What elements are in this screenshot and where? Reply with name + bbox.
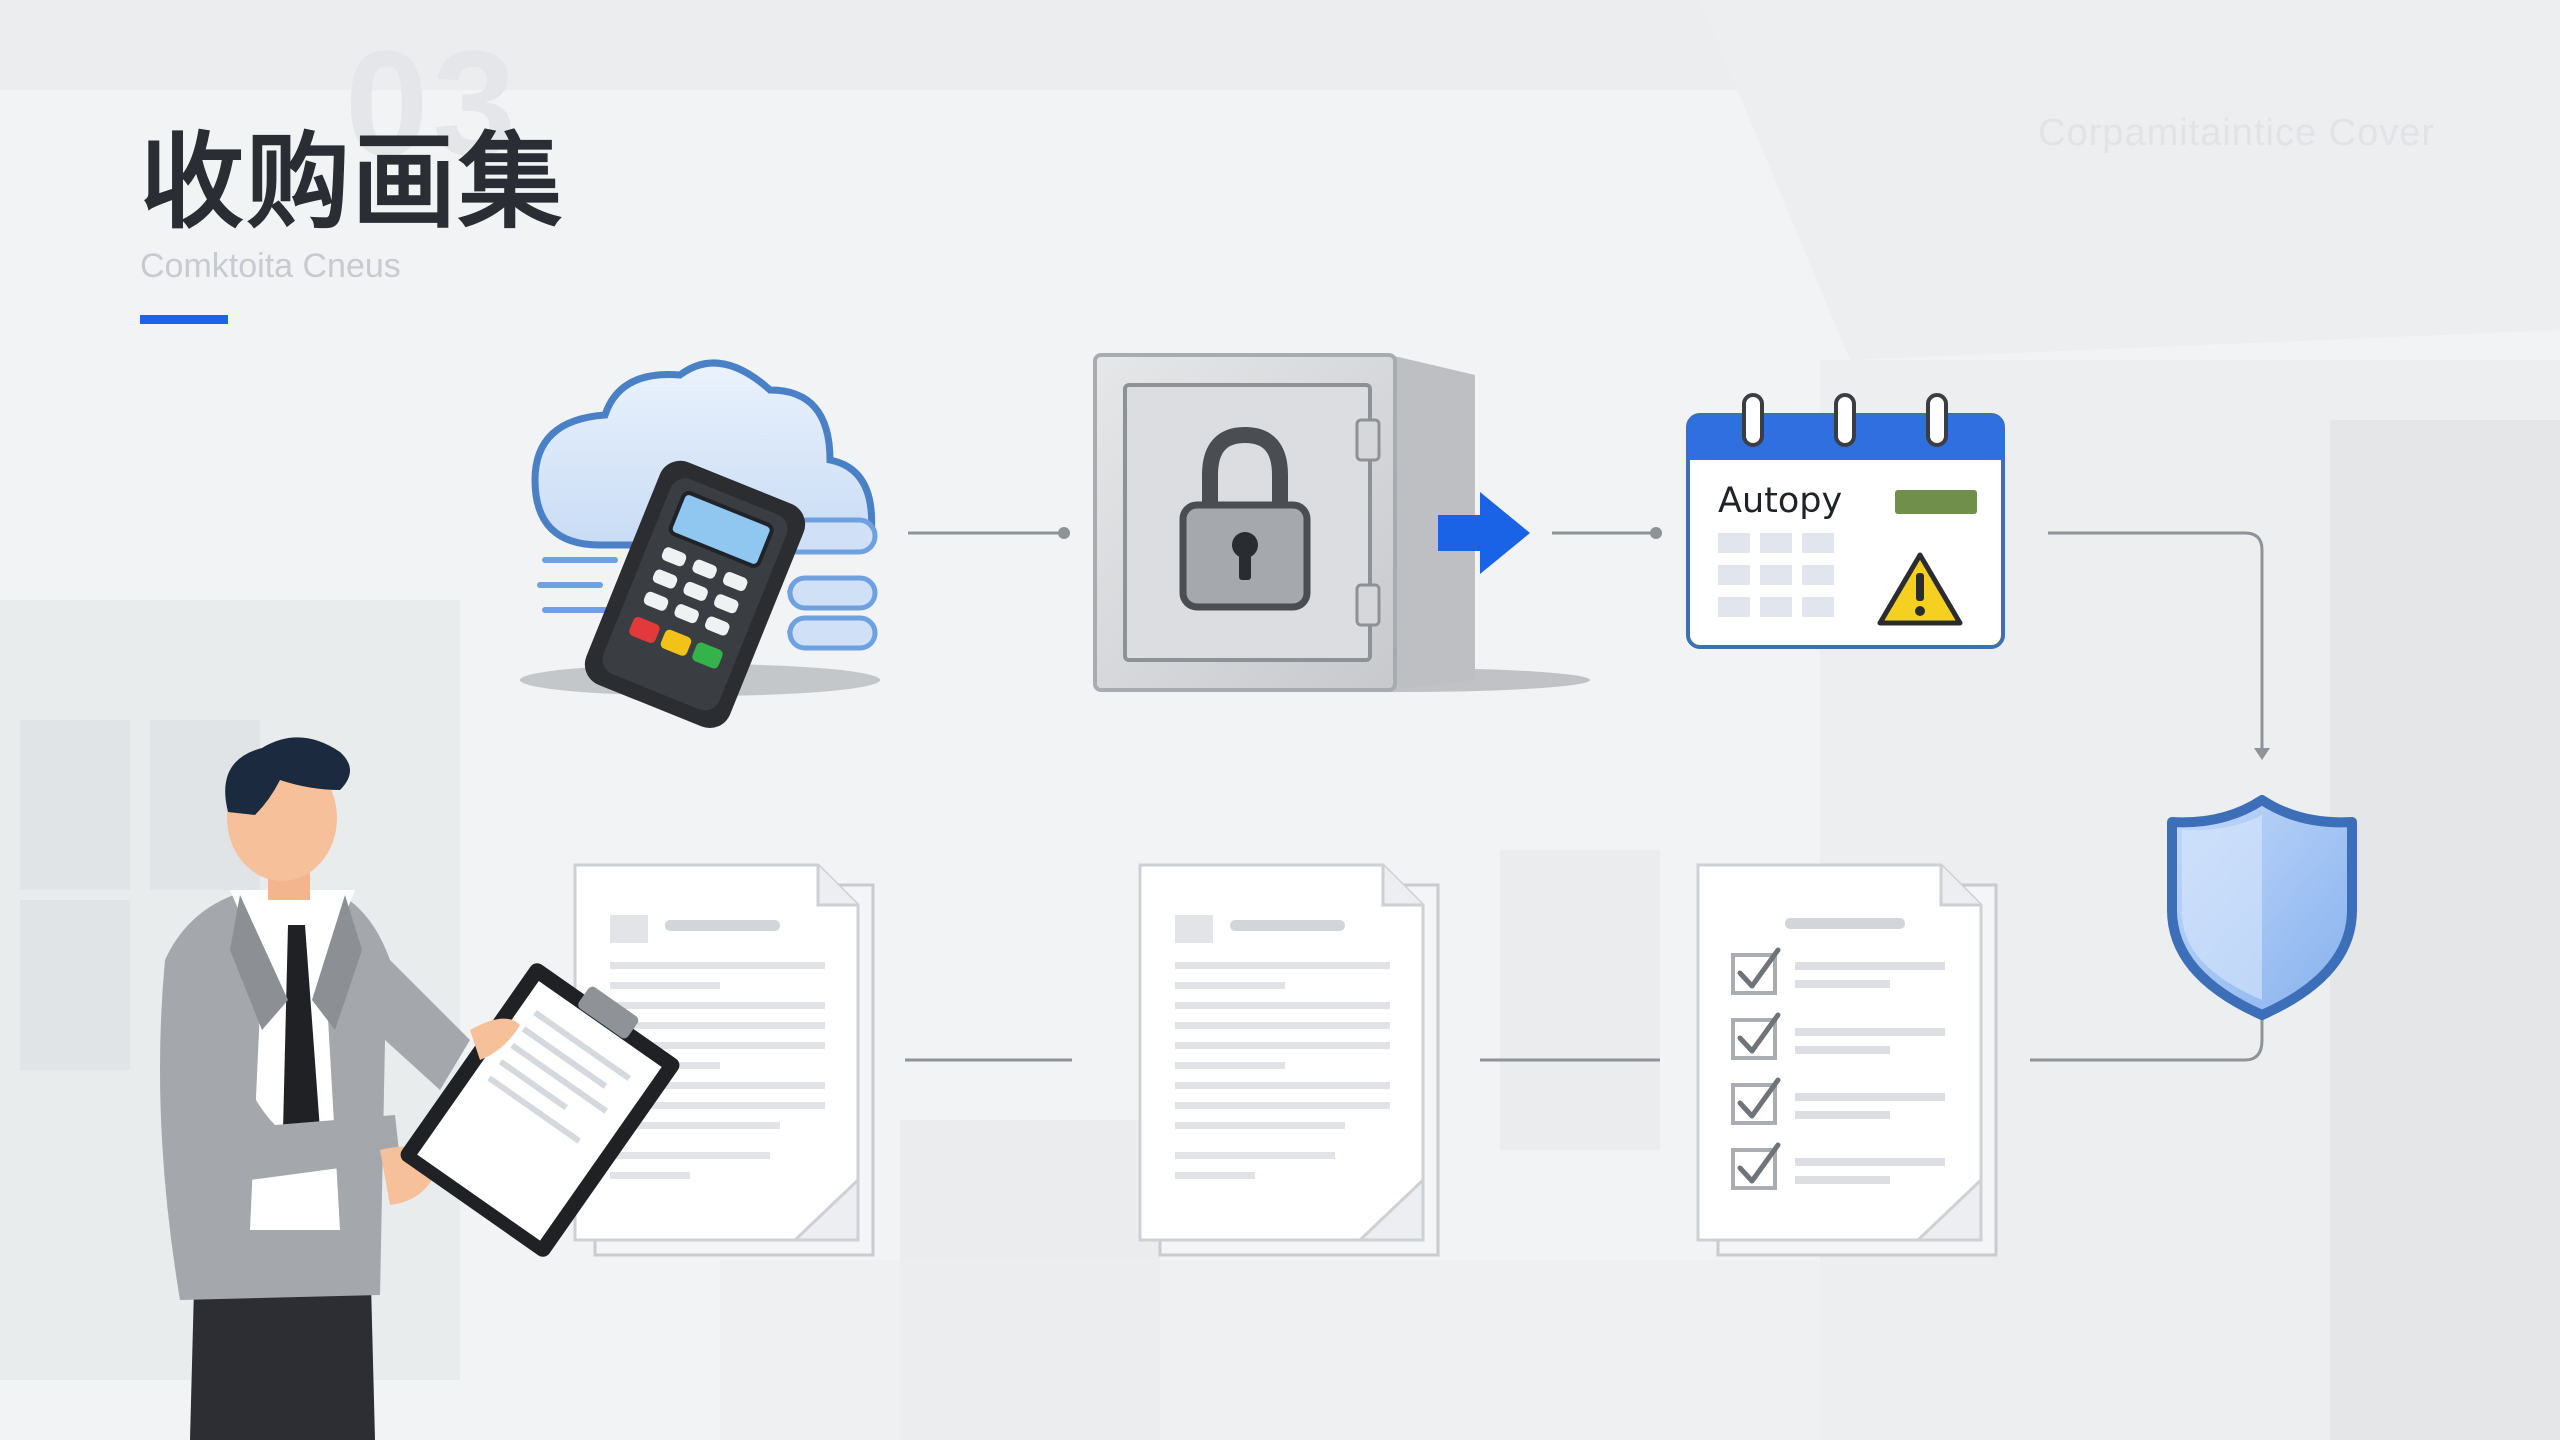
connector-arrowhead: [2254, 748, 2270, 760]
shield-icon: [2167, 795, 2357, 1020]
businessman-illustration: [160, 737, 680, 1440]
arrow-right-icon: [1438, 492, 1530, 574]
document-icon: [1138, 863, 1440, 1257]
calendar-warning-icon: Autopy: [1686, 393, 2005, 649]
accent-bar: [140, 315, 228, 324]
calendar-label: Autopy: [1718, 481, 1842, 521]
safe-lock-icon: [1093, 353, 1590, 692]
section-number: 03: [345, 19, 520, 187]
warning-icon: [1877, 552, 1963, 626]
connector-dot: [1058, 527, 1070, 539]
slide-title: 收购画集: [140, 121, 565, 243]
calendar-badge: [1895, 490, 1977, 514]
checklist-document-icon: [1696, 863, 1998, 1257]
connector-lines: [905, 531, 2264, 1062]
slide-header: 03 收购画集 Comktoita Cneus Corpamitaintice …: [0, 0, 2560, 360]
slide-subtitle: Comktoita Cneus: [140, 247, 401, 285]
cloud-payment-terminal-icon: [520, 359, 880, 729]
corner-text: Corpamitaintice Cover: [2038, 112, 2435, 154]
connector-dot: [1650, 527, 1662, 539]
